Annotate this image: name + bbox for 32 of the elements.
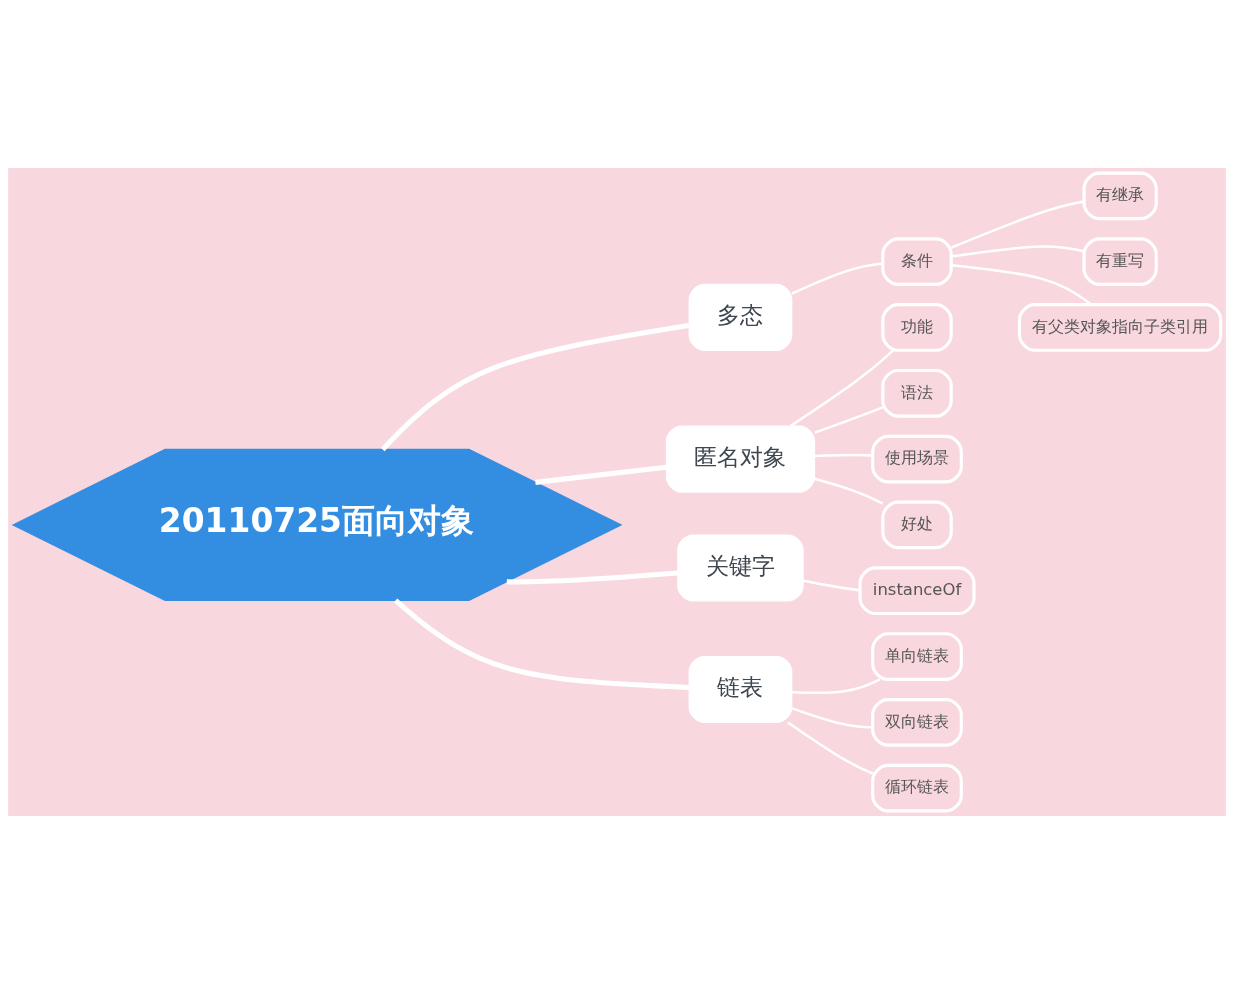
- connector: [814, 477, 884, 505]
- node-box: 有重写: [1082, 236, 1158, 286]
- connector: [787, 720, 874, 775]
- node-box: 语法: [881, 368, 953, 418]
- node-box: 有继承: [1082, 171, 1158, 220]
- connector: [791, 706, 873, 728]
- node-box: 关键字: [677, 533, 804, 601]
- node-box: instanceOf: [858, 565, 976, 615]
- connector: [790, 348, 895, 427]
- connector: [951, 244, 1085, 258]
- connector: [535, 464, 667, 485]
- node-box: 双向链表: [871, 697, 963, 747]
- connector: [506, 570, 678, 584]
- connector: [393, 597, 690, 690]
- connector: [803, 579, 860, 591]
- node-box: 循环链表: [871, 763, 963, 813]
- connector: [791, 261, 883, 295]
- node-box: 条件: [881, 236, 953, 286]
- node-box: 单向链表: [871, 631, 963, 681]
- node-box: 链表: [688, 655, 793, 723]
- node-box: 匿名对象: [665, 425, 816, 493]
- connector: [380, 322, 690, 451]
- connector: [951, 263, 1093, 305]
- node-box: 好处: [881, 500, 953, 549]
- connector: [951, 199, 1084, 249]
- connector: [792, 677, 881, 694]
- connector: [814, 453, 873, 457]
- node-box: 有父类对象指向子类引用: [1017, 302, 1223, 352]
- node-box: 多态: [688, 283, 793, 351]
- connector: [814, 405, 884, 434]
- node-box: 使用场景: [871, 434, 963, 483]
- node-box: 功能: [881, 302, 953, 352]
